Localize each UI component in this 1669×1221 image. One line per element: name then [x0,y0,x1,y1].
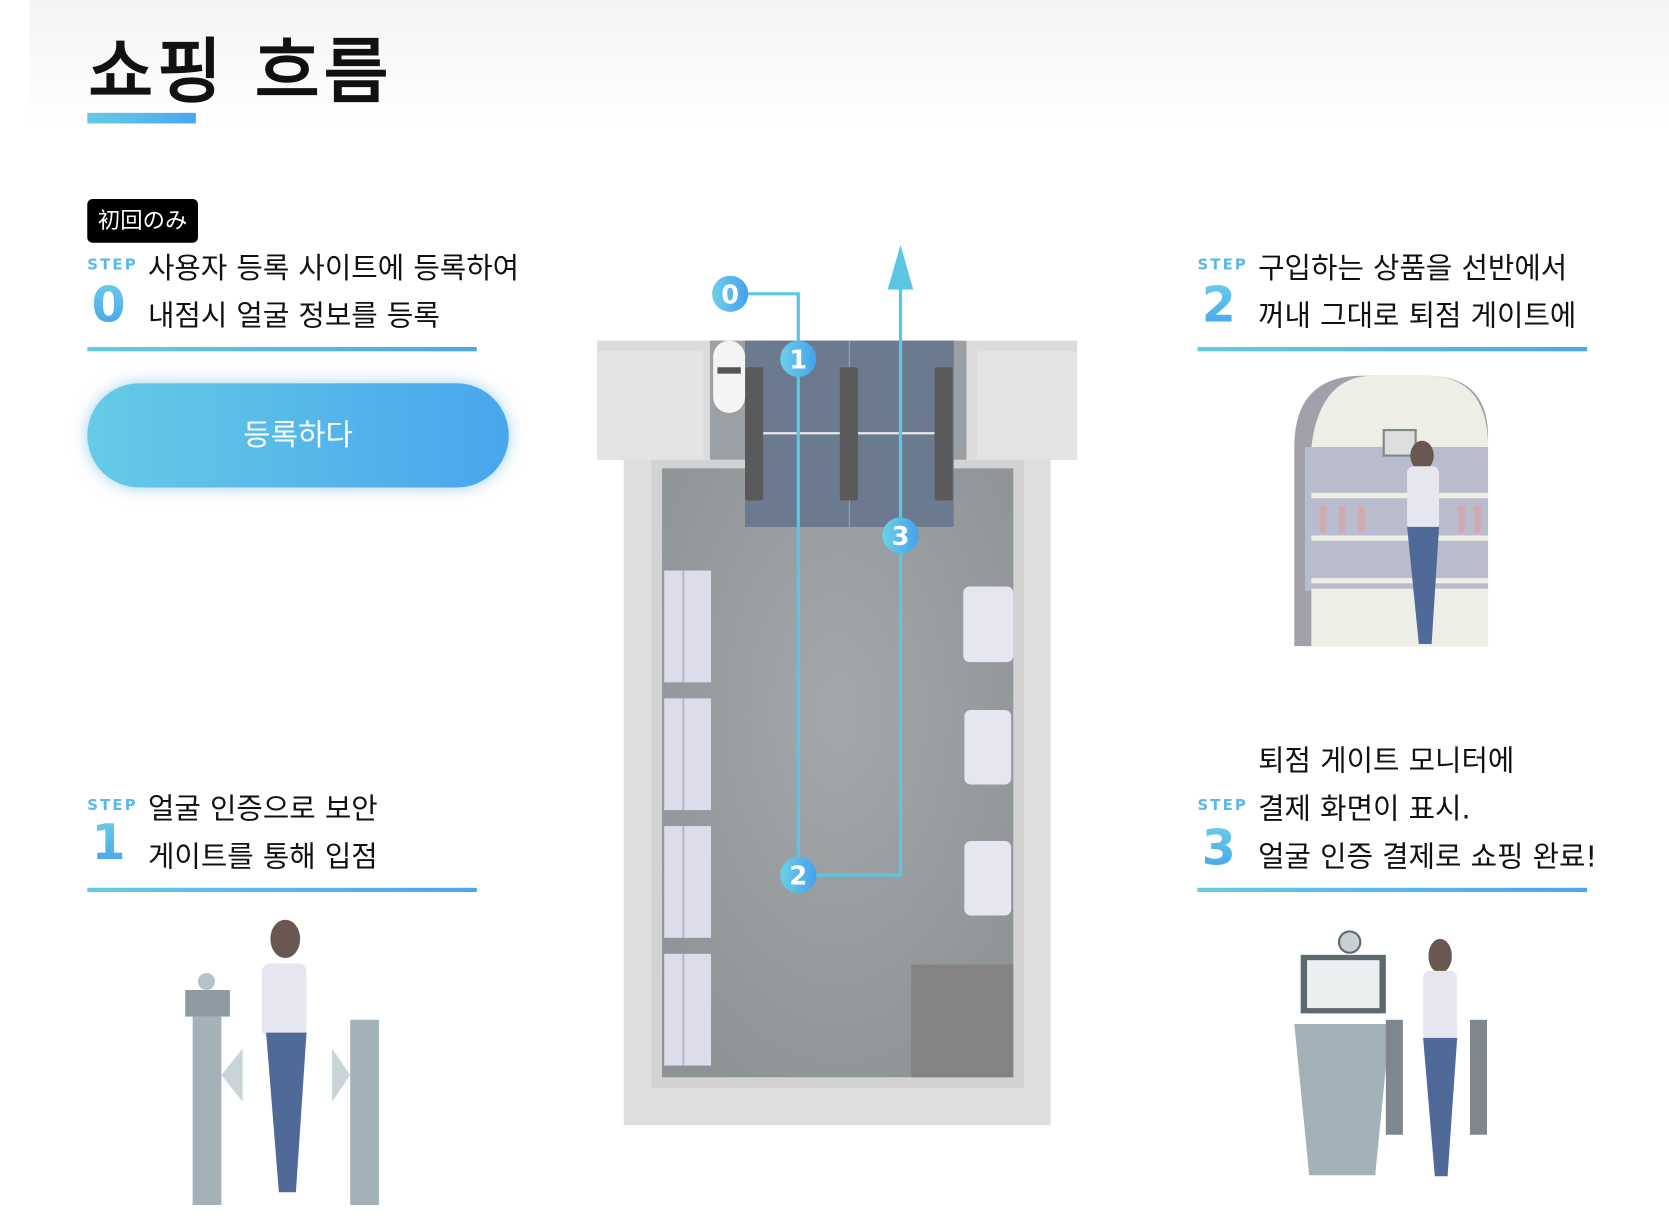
step-text-line: 구입하는 상품을 선반에서 [1258,252,1568,286]
gate-bar [934,367,953,501]
route-marker-2: 2 [780,856,817,894]
step-text-line: 게이트를 통해 입점 [147,840,378,874]
fixture [963,586,1014,663]
step-label: STEP [1197,797,1248,815]
svg-text:1: 1 [789,345,807,375]
route-marker-0: 0 [712,275,749,312]
title-underline [87,112,196,124]
route-marker-3: 3 [882,517,919,554]
fixture [964,840,1012,916]
backroom-area [911,964,1014,1078]
svg-text:2: 2 [789,862,807,892]
entry-gate-illustration [185,919,379,1206]
shelves [664,570,712,1066]
step-underline [87,347,477,352]
step-text-line: 퇴점 게이트 모니터에 [1258,745,1515,779]
step-label: STEP [1197,256,1248,274]
route-marker-1: 1 [780,340,817,377]
step-text-line: 사용자 등록 사이트에 등록하여 [147,252,520,286]
header-background [29,0,1669,128]
exit-arrow-icon [887,244,914,290]
step-label: STEP [87,256,138,274]
gate-bar [745,367,764,501]
step-number: 0 [91,275,126,334]
step-text-line: 얼굴 인증으로 보안 [147,793,378,827]
step-text-line: 결제 화면이 표시. [1258,793,1471,827]
step-text-line: 얼굴 인증 결제로 쇼핑 완료! [1258,840,1598,874]
svg-text:3: 3 [892,522,910,552]
registration-kiosk [713,340,746,414]
exit-gate-illustration [1294,930,1487,1177]
step-number: 1 [91,813,126,871]
step-label: STEP [87,797,138,815]
step-text-line: 꺼내 그대로 퇴점 게이트에 [1258,300,1577,334]
step-number: 3 [1201,818,1236,877]
shelf-shopping-illustration [1294,375,1489,647]
gate-bar [839,367,858,501]
first-time-only-badge: 初回のみ [87,199,198,243]
page-title: 쇼핑 흐름 [88,30,393,113]
step-number: 2 [1201,275,1236,334]
step-text-line: 내점시 얼굴 정보를 등록 [147,300,440,334]
svg-text:0: 0 [721,280,739,310]
register-button[interactable]: 등록하다 [87,383,509,488]
step-underline [87,887,477,893]
step-underline [1197,347,1588,352]
store-floor-map [597,340,1078,1126]
fixture [964,710,1012,785]
step-underline [1197,887,1588,893]
